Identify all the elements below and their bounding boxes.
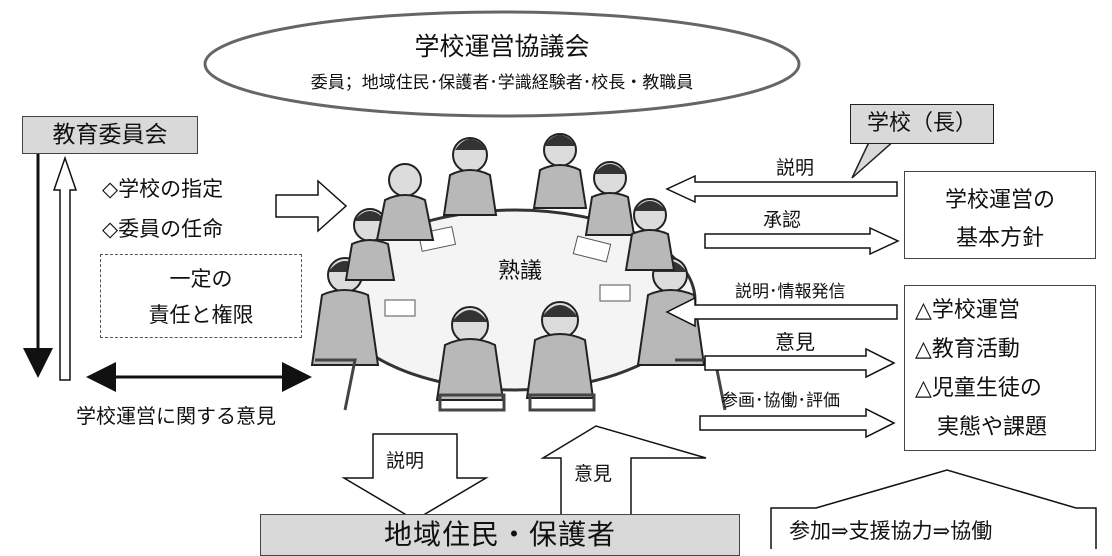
council-ellipse <box>203 10 801 118</box>
topic-item: 実態や課題 <box>937 415 1048 440</box>
topic-item: △児童生徒の <box>915 376 1042 401</box>
opinion-up-arrow <box>540 425 707 520</box>
principal-bubble-tail <box>851 139 897 179</box>
board-of-education-box: 教育委員会 <box>22 116 198 154</box>
designate-school: ◇学校の指定 <box>102 177 224 201</box>
authority-line2: 責任と権限 <box>148 303 254 327</box>
bottom-explain-label: 説明 <box>386 450 425 472</box>
principal-label: 学校（長） <box>866 111 977 136</box>
info-left-arrow <box>665 296 898 328</box>
authority-box: 一定の 責任と権限 <box>100 254 302 338</box>
policy-line1: 学校運営の <box>944 188 1055 213</box>
principal-bubble: 学校（長） <box>850 104 994 144</box>
board-up-hollow-arrow <box>52 155 78 381</box>
opinion-label: 意見 <box>775 330 815 354</box>
opinion-on-management: 学校運営に関する意見 <box>76 404 276 428</box>
appoint-members: ◇委員の任命 <box>102 217 224 241</box>
bottom-opinion-label: 意見 <box>574 463 613 485</box>
policy-line2: 基本方針 <box>955 226 1044 251</box>
residents-box: 地域住民・保護者 <box>260 514 740 556</box>
basic-policy-box: 学校運営の 基本方針 <box>904 171 1096 259</box>
participate-right-arrow <box>699 407 896 439</box>
approve-label: 承認 <box>763 209 802 231</box>
explain-info-label: 説明･情報発信 <box>735 282 846 302</box>
approve-right-arrow <box>704 226 900 256</box>
designate-hollow-arrow <box>275 179 348 233</box>
topic-item: △学校運営 <box>915 298 1020 323</box>
topic-item: △教育活動 <box>915 337 1020 362</box>
board-label: 教育委員会 <box>52 122 168 148</box>
residents-label: 地域住民・保護者 <box>383 518 616 551</box>
explain-down-arrow <box>341 433 489 521</box>
meeting-label: 熟議 <box>496 253 545 285</box>
cooperation-label: 参加⇒支援協力⇒協働 <box>789 515 993 545</box>
authority-line1: 一定の <box>169 267 233 291</box>
explain-label: 説明 <box>776 157 815 179</box>
opinion-right-arrow <box>704 347 896 379</box>
council-members: 委員；地域住民･保護者･学識経験者･校長・教職員 <box>310 73 694 93</box>
council-title: 学校運営協議会 <box>414 32 590 61</box>
explain-left-arrow <box>665 174 898 204</box>
topics-box: △学校運営 △教育活動 △児童生徒の 実態や課題 <box>904 285 1096 451</box>
participate-label: 参画･協働･評価 <box>721 391 840 411</box>
